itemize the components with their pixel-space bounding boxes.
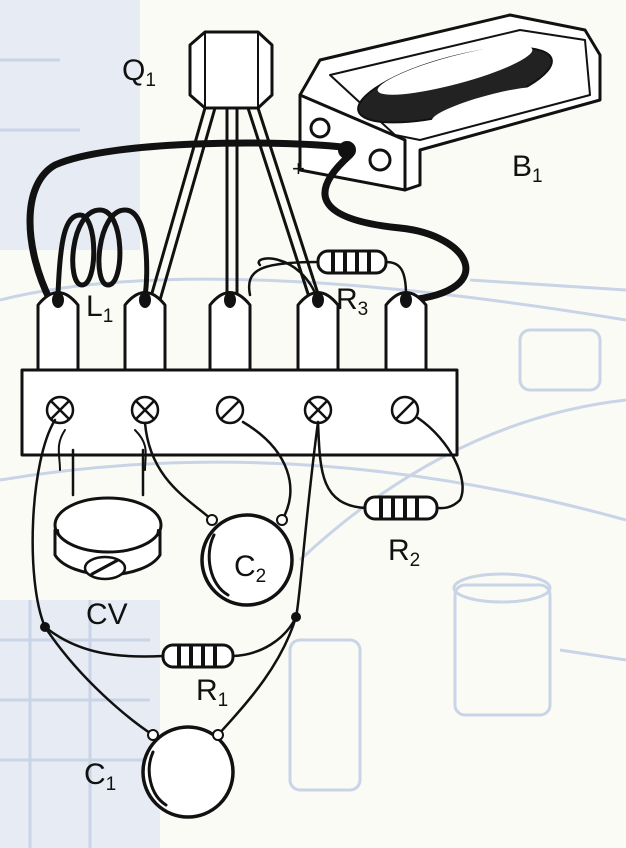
label-cv: CV <box>86 598 128 631</box>
label-r1: R1 <box>196 674 229 711</box>
label-r2: R2 <box>388 534 421 571</box>
label-l1: L1 <box>86 290 114 327</box>
wire-battery-positive <box>26 139 346 304</box>
wire-battery-negative <box>321 151 470 304</box>
label-b1: B1 <box>512 150 543 187</box>
resistor-r1 <box>31 418 320 669</box>
label-plus: + <box>292 156 305 181</box>
label-r3: R3 <box>336 283 369 320</box>
label-q1: Q1 <box>122 54 156 91</box>
label-c2: C2 <box>234 550 267 587</box>
coil-l1 <box>55 207 150 298</box>
battery-holder-b1 <box>298 13 602 192</box>
capacitor-c1 <box>43 615 298 819</box>
resistor-r3 <box>247 249 408 302</box>
label-c1: C1 <box>84 758 117 795</box>
transistor-q1 <box>148 30 322 302</box>
trimmer-capacitor-cv <box>53 429 163 581</box>
resistor-r2 <box>316 416 464 521</box>
capacitor-c2 <box>143 420 294 607</box>
terminal-strip <box>20 291 459 457</box>
